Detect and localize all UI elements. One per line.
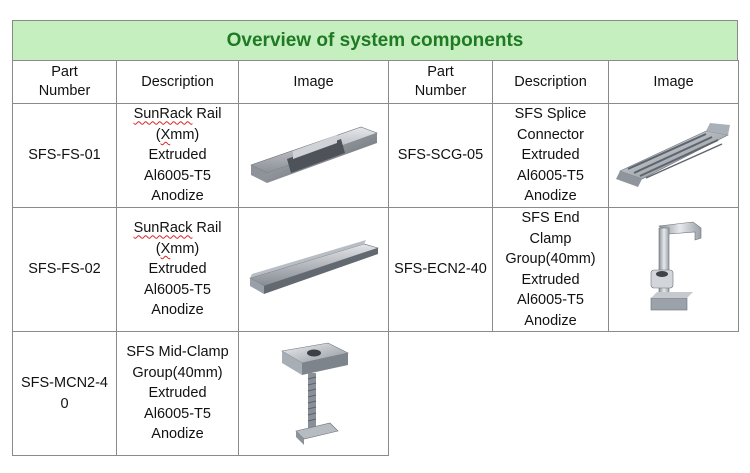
header-part-number: Part Number bbox=[12, 60, 117, 104]
description-cell: SFS Mid-Clamp Group(40mm) Extruded Al600… bbox=[116, 331, 239, 456]
part-number-cell: SFS-ECN2-40 bbox=[388, 207, 493, 332]
part-number-cell: SFS-FS-01 bbox=[12, 103, 117, 208]
rail-channel-icon bbox=[249, 126, 378, 183]
description-cell: SFS End Clamp Group(40mm) Extruded Al600… bbox=[492, 207, 609, 332]
header-description: Description bbox=[116, 60, 239, 104]
empty-area bbox=[389, 332, 739, 456]
brand-text: SunRack bbox=[133, 106, 193, 123]
description-cell: SFS Splice Connector Extruded Al6005-T5 … bbox=[492, 103, 609, 208]
part-number-cell: SFS-SCG-05 bbox=[388, 103, 493, 208]
end-clamp-icon bbox=[650, 221, 701, 310]
header-part-number-2: Part Number bbox=[388, 60, 493, 104]
description-cell: SunRack Rail (Xmm) Extruded Al6005-T5 An… bbox=[116, 207, 239, 332]
table-row: SFS-FS-02 SunRack Rail (Xmm) Extruded Al… bbox=[12, 207, 739, 332]
part-number-cell: SFS-FS-02 bbox=[12, 207, 117, 332]
header-row: Part Number Description Image Part Numbe… bbox=[12, 60, 739, 104]
table-row: SFS-FS-01 SunRack Rail (Xmm) Extruded Al… bbox=[12, 103, 739, 208]
image-cell bbox=[608, 207, 739, 332]
components-table: Part Number Description Image Part Numbe… bbox=[12, 60, 739, 456]
image-cell bbox=[238, 207, 389, 332]
description-cell: SunRack Rail (Xmm) Extruded Al6005-T5 An… bbox=[116, 103, 239, 208]
mid-clamp-icon bbox=[280, 342, 349, 445]
components-sheet: Overview of system components Part Numbe… bbox=[12, 20, 739, 456]
header-image: Image bbox=[238, 60, 389, 104]
brand-text: SunRack bbox=[133, 220, 193, 237]
image-cell bbox=[238, 103, 389, 208]
header-description-2: Description bbox=[492, 60, 609, 104]
splice-connector-icon bbox=[615, 122, 730, 187]
image-cell bbox=[608, 103, 739, 208]
sheet-title: Overview of system components bbox=[12, 20, 738, 60]
image-cell bbox=[238, 331, 389, 456]
table-row: SFS-MCN2-4 0 SFS Mid-Clamp Group(40mm) E… bbox=[12, 331, 739, 456]
header-image-2: Image bbox=[608, 60, 739, 104]
part-number-cell: SFS-MCN2-4 0 bbox=[12, 331, 117, 456]
rail-flat-icon bbox=[248, 239, 379, 294]
